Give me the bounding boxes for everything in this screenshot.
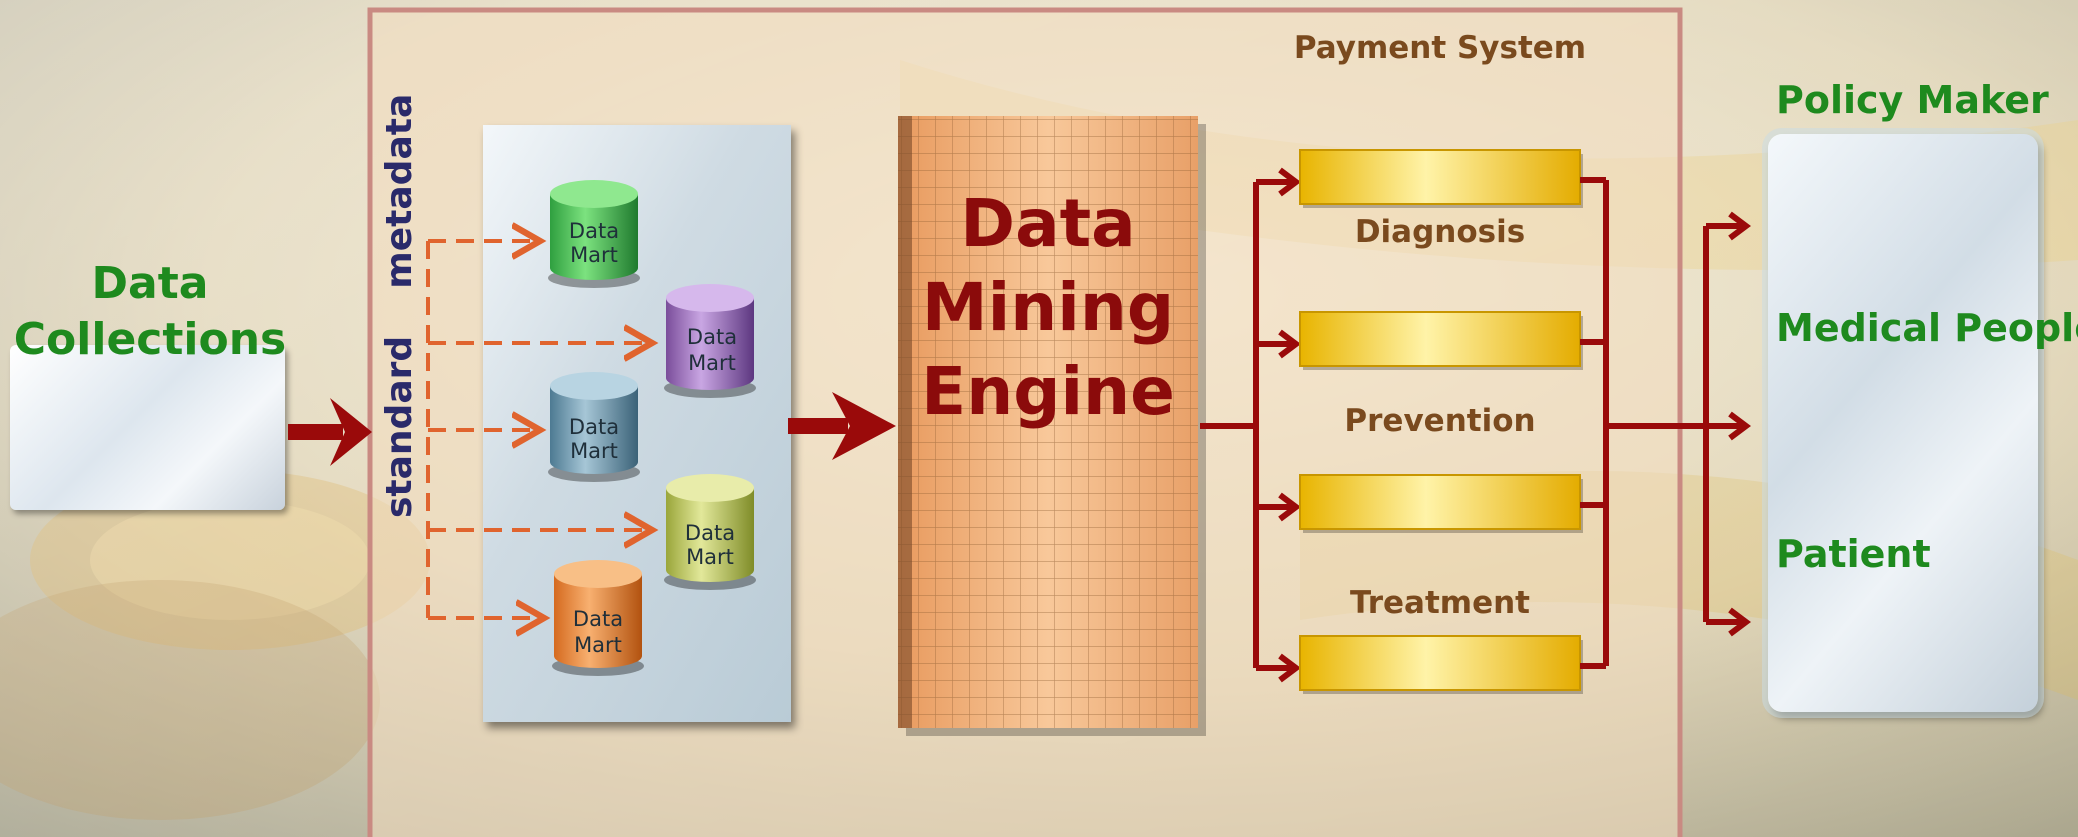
engine-input-arrow bbox=[788, 392, 896, 460]
engine-line3: Engine bbox=[921, 353, 1175, 430]
data-mart-cylinder-5: Data Mart bbox=[552, 560, 644, 676]
prevention-label: Prevention bbox=[1344, 403, 1536, 439]
engine-output-branches bbox=[1200, 179, 1292, 671]
data-mart-2-label2: Mart bbox=[688, 351, 736, 375]
data-collections-line1: Data bbox=[91, 258, 209, 309]
policy-maker-label: Policy Maker bbox=[1776, 78, 2049, 122]
payment-bar-1 bbox=[1299, 149, 1583, 208]
data-collections-line2: Collections bbox=[13, 314, 287, 365]
payment-system-title: Payment System bbox=[1293, 30, 1587, 66]
engine-line1: Data bbox=[960, 185, 1136, 262]
data-mart-5-label2: Mart bbox=[574, 633, 622, 657]
payment-bar-2 bbox=[1299, 311, 1583, 370]
data-mining-engine-block bbox=[898, 116, 1206, 736]
users-panel bbox=[1768, 134, 2038, 712]
data-mart-3-label2: Mart bbox=[570, 439, 618, 463]
data-mart-cylinder-3: Data Mart bbox=[548, 372, 640, 482]
payment-merge-lines bbox=[1580, 177, 1744, 669]
engine-title: Data Mining Engine bbox=[898, 182, 1198, 434]
engine-line2: Mining bbox=[921, 269, 1175, 346]
data-mart-4-label2: Mart bbox=[686, 545, 734, 569]
data-mart-5-label1: Data bbox=[573, 607, 623, 631]
user-arrowheads bbox=[1728, 211, 1751, 637]
input-arrow bbox=[288, 398, 372, 466]
data-collections-panel bbox=[10, 345, 285, 510]
data-mart-1-label2: Mart bbox=[570, 243, 618, 267]
data-mart-cylinder-2: Data Mart bbox=[664, 284, 756, 398]
metadata-branches bbox=[426, 241, 648, 618]
payment-bar-4 bbox=[1299, 635, 1583, 694]
data-mart-1-label1: Data bbox=[569, 219, 619, 243]
data-collections-label: Data Collections bbox=[10, 256, 290, 368]
output-arrowheads bbox=[1278, 167, 1301, 683]
payment-bar-3 bbox=[1299, 474, 1583, 533]
data-mart-3-label1: Data bbox=[569, 415, 619, 439]
data-mart-cylinder-4: Data Mart bbox=[664, 474, 756, 590]
patient-label: Patient bbox=[1776, 532, 1931, 576]
data-mart-2-label1: Data bbox=[687, 325, 737, 349]
medical-people-label: Medical People bbox=[1776, 306, 2078, 350]
data-mart-cylinder-1: Data Mart bbox=[548, 180, 640, 288]
treatment-label: Treatment bbox=[1349, 585, 1530, 621]
diagnosis-label: Diagnosis bbox=[1354, 214, 1526, 250]
data-mart-4-label1: Data bbox=[685, 521, 735, 545]
